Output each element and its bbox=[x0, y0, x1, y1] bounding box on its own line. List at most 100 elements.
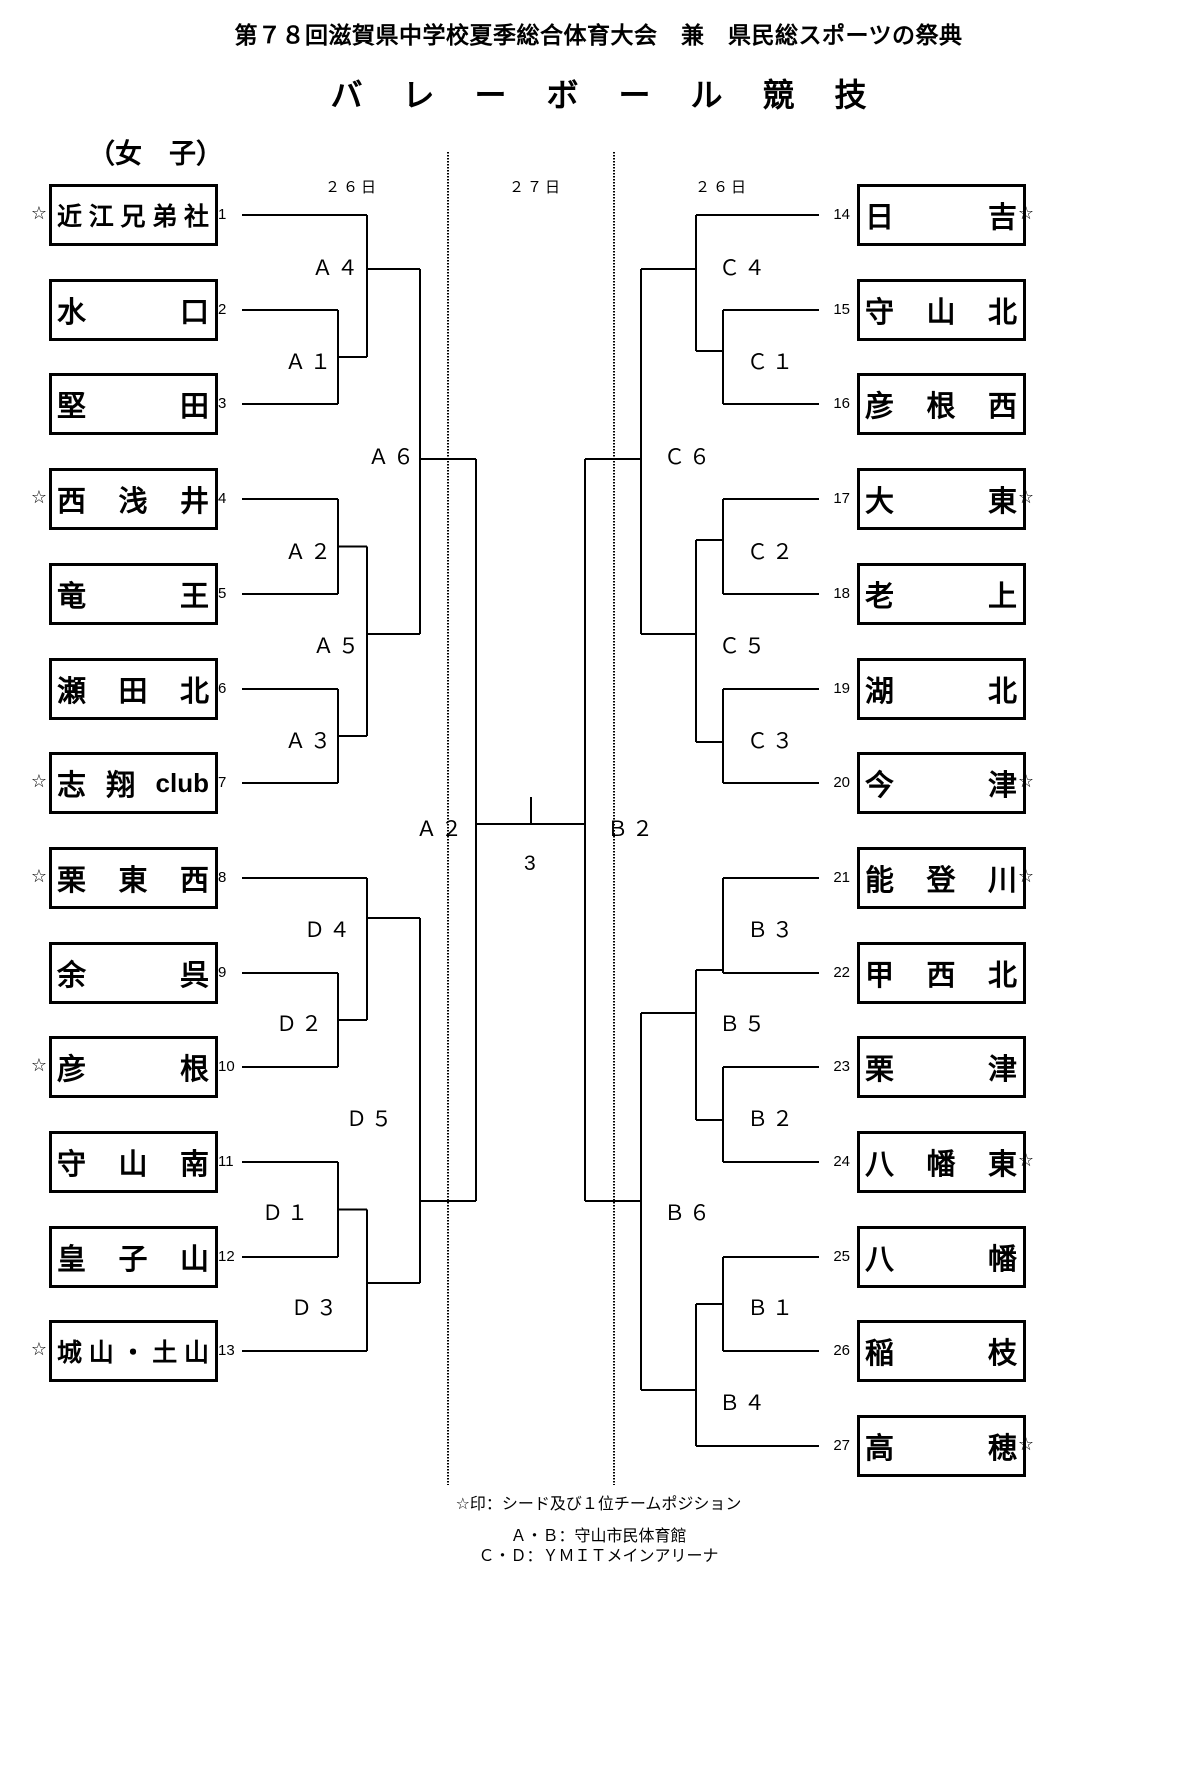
team-name-char: 呉 bbox=[179, 958, 209, 992]
match-label-c2: Ｃ２ bbox=[747, 541, 797, 564]
team-name-char: 栗 bbox=[57, 863, 87, 897]
seed-number: 6 bbox=[218, 680, 227, 697]
team-box: 能登川 bbox=[857, 847, 1026, 909]
match-label-a1: Ａ１ bbox=[285, 351, 335, 374]
team-name-char: 湖 bbox=[865, 674, 895, 708]
seed-number: 15 bbox=[833, 301, 850, 318]
team-box: 近江兄弟社 bbox=[49, 184, 218, 246]
team-name-char: 口 bbox=[179, 295, 209, 329]
team-name-char: 水 bbox=[57, 295, 87, 329]
team-box: 堅田 bbox=[49, 373, 218, 435]
team-name-char: 西 bbox=[179, 863, 209, 897]
legend-seed-note: ☆印：シード及び１位チームポジション bbox=[455, 1494, 742, 1513]
team-name-char: 田 bbox=[118, 674, 148, 708]
seed-star-icon: ☆ bbox=[1017, 866, 1035, 887]
team-name-char: 山 bbox=[179, 1242, 209, 1276]
team-box: 城山・土山 bbox=[49, 1320, 218, 1382]
team-name-char: 皇 bbox=[57, 1242, 87, 1276]
team-name-char: 甲 bbox=[865, 958, 895, 992]
seed-star-icon: ☆ bbox=[30, 771, 48, 792]
match-label-final: 3 bbox=[524, 852, 540, 875]
team-name-char: 山 bbox=[183, 1338, 209, 1367]
team-name-char: 江 bbox=[88, 202, 114, 231]
team-box: 守山南 bbox=[49, 1131, 218, 1193]
seed-number: 10 bbox=[218, 1058, 235, 1075]
seed-number: 9 bbox=[218, 964, 227, 981]
seed-star-icon: ☆ bbox=[1017, 1150, 1035, 1171]
seed-number: 27 bbox=[833, 1437, 850, 1454]
seed-number: 25 bbox=[833, 1248, 850, 1265]
team-name-char: 翔 bbox=[106, 768, 136, 802]
seed-number: 20 bbox=[833, 774, 850, 791]
match-label-a2: Ａ２ bbox=[285, 541, 335, 564]
seed-number: 19 bbox=[833, 680, 850, 697]
team-box: 瀬田北 bbox=[49, 658, 218, 720]
seed-number: 14 bbox=[833, 206, 850, 223]
team-box: 西浅井 bbox=[49, 468, 218, 530]
day-label-right: ２６日 bbox=[695, 178, 750, 196]
team-name-char: 高 bbox=[865, 1431, 895, 1465]
match-label-b2: Ｂ２ bbox=[747, 1108, 797, 1131]
team-box: 竜王 bbox=[49, 563, 218, 625]
sport-title-char: ボ bbox=[546, 76, 579, 114]
sport-title-char: ー bbox=[474, 76, 507, 114]
team-name-char: 王 bbox=[179, 579, 209, 613]
legend-venue-cd: Ｃ・Ｄ：ＹＭＩＴメインアリーナ bbox=[478, 1546, 719, 1565]
team-name-char: 井 bbox=[179, 484, 209, 518]
match-label-c3: Ｃ３ bbox=[747, 730, 797, 753]
match-label-a4: Ａ４ bbox=[312, 257, 362, 280]
seed-number: 23 bbox=[833, 1058, 850, 1075]
team-name-char: 日 bbox=[865, 200, 895, 234]
team-name-char: 幡 bbox=[926, 1147, 956, 1181]
day-label-center: ２７日 bbox=[509, 178, 564, 196]
team-name-char: 能 bbox=[865, 863, 895, 897]
team-box: 皇子山 bbox=[49, 1226, 218, 1288]
seed-number: 3 bbox=[218, 395, 227, 412]
seed-number: 21 bbox=[833, 869, 850, 886]
match-label-d5: Ｄ５ bbox=[346, 1108, 396, 1131]
team-name-char: 浅 bbox=[118, 484, 148, 518]
seed-number: 4 bbox=[218, 490, 227, 507]
team-name-char: 守 bbox=[865, 295, 895, 329]
team-name-char: 北 bbox=[987, 958, 1017, 992]
team-name-char: 余 bbox=[57, 958, 87, 992]
seed-number: 5 bbox=[218, 585, 227, 602]
match-label-c6: Ｃ６ bbox=[664, 446, 714, 469]
team-name-char: 大 bbox=[865, 484, 895, 518]
seed-number: 13 bbox=[218, 1342, 235, 1359]
team-name-char: 志 bbox=[57, 768, 87, 802]
team-name-char: 幡 bbox=[987, 1242, 1017, 1276]
team-name-char: ・ bbox=[120, 1338, 146, 1367]
team-name-char: 堅 bbox=[57, 389, 87, 423]
match-label-b6: Ｂ６ bbox=[664, 1202, 714, 1225]
match-label-d4: Ｄ４ bbox=[304, 919, 354, 942]
team-box: 守山北 bbox=[857, 279, 1026, 341]
team-box: 栗津 bbox=[857, 1036, 1026, 1098]
team-name-char: 土 bbox=[152, 1338, 178, 1367]
seed-number: 17 bbox=[833, 490, 850, 507]
match-label-a3: Ａ３ bbox=[285, 730, 335, 753]
team-name-char: 社 bbox=[183, 202, 209, 231]
team-name-char: 東 bbox=[987, 484, 1017, 518]
match-label-b2-final: Ｂ２ bbox=[607, 818, 657, 841]
division-label: （女 子） bbox=[88, 139, 223, 170]
team-name-char: 稲 bbox=[865, 1336, 895, 1370]
team-name-char: 穂 bbox=[987, 1431, 1017, 1465]
seed-number: 7 bbox=[218, 774, 227, 791]
team-name-char: 田 bbox=[179, 389, 209, 423]
sport-title: バレーボール競技 bbox=[0, 70, 1197, 116]
team-name-char: 竜 bbox=[57, 579, 87, 613]
seed-star-icon: ☆ bbox=[30, 1339, 48, 1360]
seed-star-icon: ☆ bbox=[30, 866, 48, 887]
match-label-a5: Ａ５ bbox=[313, 635, 363, 658]
sport-title-char: バ bbox=[330, 76, 363, 114]
seed-number: 22 bbox=[833, 964, 850, 981]
team-name-char: 上 bbox=[987, 579, 1017, 613]
team-name-char: 北 bbox=[179, 674, 209, 708]
legend-venue-ab: Ａ・Ｂ：守山市民体育館 bbox=[510, 1526, 687, 1545]
match-label-d1: Ｄ１ bbox=[262, 1202, 312, 1225]
sport-title-char: 技 bbox=[834, 76, 867, 114]
seed-number: 12 bbox=[218, 1248, 235, 1265]
match-label-b3: Ｂ３ bbox=[747, 919, 797, 942]
